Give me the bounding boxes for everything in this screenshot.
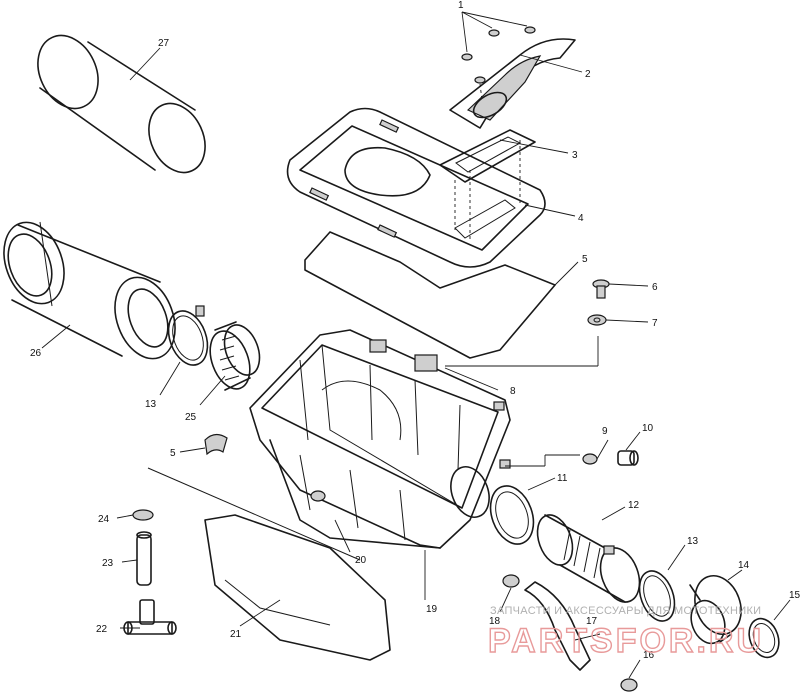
callout-15: 15 — [789, 590, 800, 601]
part-15-end-clamp — [748, 617, 780, 659]
callout-20: 20 — [355, 555, 367, 566]
callout-2: 2 — [585, 69, 591, 80]
part-27-prefilter-sleeve — [37, 34, 206, 174]
callout-17: 17 — [586, 616, 598, 627]
leader-lines — [41, 47, 791, 679]
watermark-logo: PARTSFOR.RU — [488, 622, 764, 660]
callout-16: 16 — [643, 650, 655, 661]
part-9-10-fittings — [582, 450, 639, 466]
callout-6: 6 — [652, 282, 658, 293]
part-7-washer — [587, 314, 607, 326]
part-3-gasket-plate — [439, 129, 536, 183]
callout-26: 26 — [30, 348, 42, 359]
callout-19: 19 — [426, 604, 438, 615]
callout-8: 8 — [510, 386, 516, 397]
callout-11: 11 — [557, 473, 568, 484]
callout-5-clip: 5 — [170, 448, 176, 459]
part-21-side-cover — [147, 467, 391, 661]
part-2-intake-snorkel — [449, 38, 576, 129]
callout-21: 21 — [230, 629, 242, 640]
part-4-airbox-lid — [286, 107, 546, 268]
part-5-lid-seal — [304, 231, 556, 359]
callout-13-left: 13 — [145, 399, 157, 410]
watermark-caption: ЗАПЧАСТИ И АКСЕССУАРЫ ДЛЯ МОТОТЕХНИКИ — [490, 605, 761, 617]
part-6-bolt — [592, 279, 610, 299]
part-13-right-clamp — [638, 570, 676, 622]
callout-5: 5 — [582, 254, 588, 265]
callout-7: 7 — [652, 318, 658, 329]
callout-22: 22 — [96, 624, 108, 635]
callout-14: 14 — [738, 560, 750, 571]
part-11-gasket-ring — [489, 485, 535, 545]
callout-24: 24 — [98, 514, 110, 525]
callout-23: 23 — [102, 558, 114, 569]
part-12-intake-boot — [536, 514, 641, 603]
callout-25: 25 — [185, 412, 197, 423]
callout-labels: 1 2 3 4 5 6 7 8 9 10 11 12 13 13 14 15 1… — [30, 0, 800, 661]
callout-12: 12 — [628, 500, 640, 511]
part-25-filter-adapter — [209, 321, 261, 391]
part-26-air-filter — [3, 221, 176, 360]
callout-1: 1 — [458, 0, 464, 11]
callout-27: 27 — [158, 38, 170, 49]
callout-4: 4 — [578, 213, 584, 224]
part-13-left-clamp — [167, 305, 209, 366]
callout-18: 18 — [489, 616, 501, 627]
part-5-clip — [204, 433, 228, 456]
part-14-outlet-duct — [689, 575, 742, 645]
part-1-screws — [461, 11, 536, 101]
callout-9: 9 — [602, 426, 608, 437]
watermark: ЗАПЧАСТИ И АКСЕССУАРЫ ДЛЯ МОТОТЕХНИКИ PA… — [487, 605, 764, 661]
part-19-airbox-housing — [249, 329, 511, 549]
callout-10: 10 — [642, 423, 654, 434]
callout-13-right: 13 — [687, 536, 699, 547]
part-16-18-breather-hose — [502, 574, 638, 692]
part-22-24-drain-assembly — [123, 509, 177, 635]
callout-3: 3 — [572, 150, 578, 161]
